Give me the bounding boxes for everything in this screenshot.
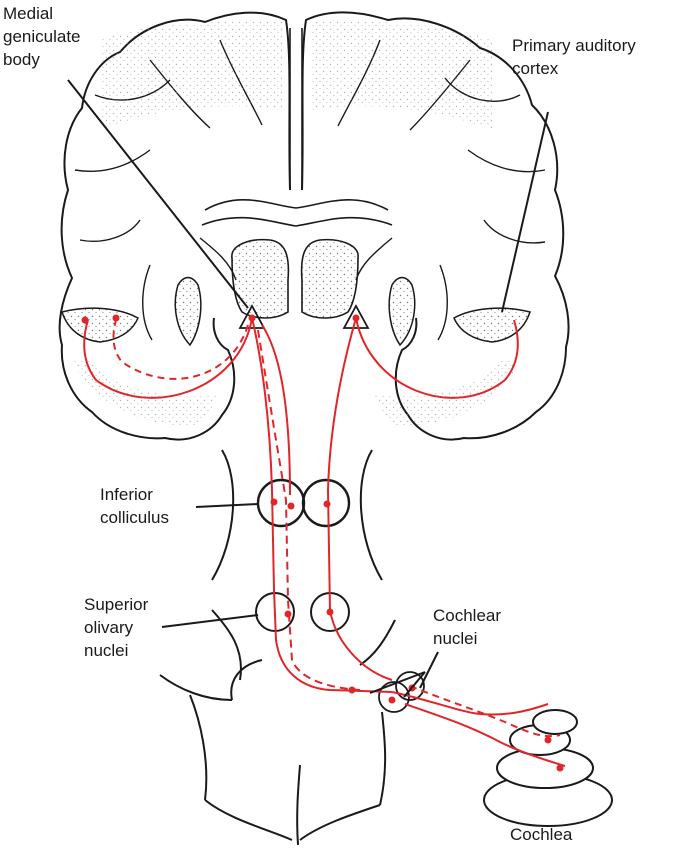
label-cochlea: Cochlea (510, 823, 572, 846)
label-inferior-colliculus: Inferior colliculus (100, 483, 169, 529)
label-superior-olivary-nuclei: Superior olivary nuclei (84, 593, 148, 662)
right-temporal-lobe (454, 308, 530, 342)
right-lentiform (389, 278, 415, 346)
left-thalamus (232, 240, 289, 318)
label-cochlear-nuclei: Cochlear nuclei (433, 604, 501, 650)
label-medial-geniculate-body: Medial geniculate body (3, 2, 81, 71)
left-inferior-colliculus (258, 480, 304, 526)
right-thalamus (302, 240, 359, 318)
label-primary-auditory-cortex: Primary auditory cortex (512, 34, 636, 80)
left-lentiform (175, 278, 201, 346)
left-temporal-lobe (62, 308, 138, 342)
cortex-stipple (72, 22, 520, 426)
cochlea (484, 710, 612, 826)
